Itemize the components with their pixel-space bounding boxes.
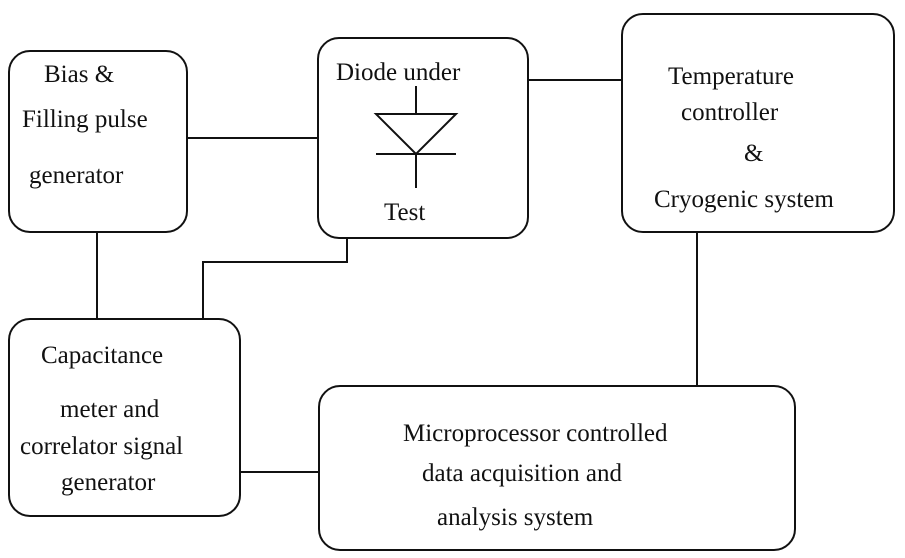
capacitance-meter-block (8, 318, 241, 517)
diode-under-test-block (317, 37, 529, 239)
capacitance-label-line3: correlator signal (20, 433, 184, 460)
bias-label-line2: Filling pulse (22, 106, 148, 133)
microprocessor-label-line3: analysis system (437, 504, 594, 531)
wire-capacitance-to-diode (202, 238, 348, 320)
bias-label-line3: generator (29, 162, 124, 189)
bias-pulse-generator-block (8, 50, 188, 233)
temperature-cryogenic-block (621, 13, 895, 233)
diode-icon (373, 86, 459, 188)
capacitance-label-line2: meter and (60, 396, 160, 423)
temperature-label-line3: & (744, 140, 764, 167)
temperature-label-line1: Temperature (668, 63, 794, 90)
microprocessor-label-line1: Microprocessor controlled (403, 420, 668, 447)
microprocessor-daq-block (318, 385, 796, 551)
microprocessor-label-line2: data acquisition and (422, 460, 622, 487)
temperature-label-line4: Cryogenic system (654, 186, 834, 213)
temperature-label-line2: controller (681, 99, 779, 126)
capacitance-label-line4: generator (61, 469, 156, 496)
capacitance-label-line1: Capacitance (41, 342, 164, 369)
bias-label-line1: Bias & (44, 61, 115, 88)
diode-label-line1: Diode under (336, 59, 461, 86)
diode-label-line2: Test (384, 199, 426, 226)
